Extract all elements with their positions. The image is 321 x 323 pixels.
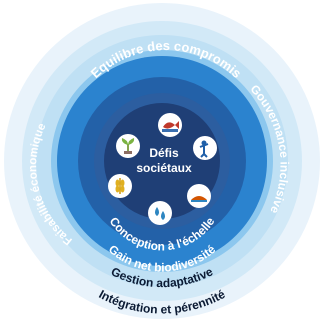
wheat-icon bbox=[108, 174, 132, 198]
center-title-line2: sociétaux bbox=[136, 161, 192, 175]
beach-icon bbox=[187, 184, 211, 208]
fish-icon bbox=[158, 113, 182, 137]
plant-icon bbox=[116, 134, 140, 158]
person-tree-icon bbox=[193, 136, 217, 160]
water-drops-icon bbox=[148, 201, 172, 225]
center-title-line1: Défis bbox=[149, 146, 179, 160]
